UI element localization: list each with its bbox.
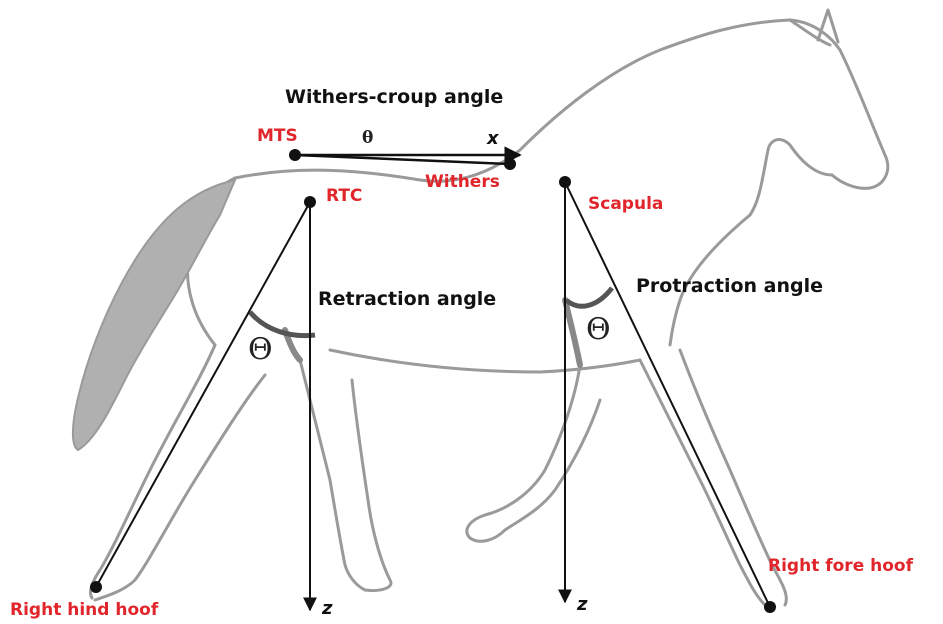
protraction-arc	[566, 288, 612, 306]
mts-label: MTS	[257, 126, 298, 146]
withers-croup-angle-label: Withers-croup angle	[285, 86, 503, 108]
protraction-limb-line	[565, 182, 770, 607]
scapula-point	[559, 176, 571, 188]
protraction-theta: Θ	[586, 312, 611, 347]
protraction-angle-label: Protraction angle	[636, 275, 823, 297]
withers-label: Withers	[425, 172, 500, 192]
scapula-label: Scapula	[588, 194, 663, 214]
retraction-limb-line	[96, 202, 310, 587]
rtc-point	[304, 196, 316, 208]
retraction-z-axis-label: z	[322, 598, 332, 619]
withers-croup-theta: θ	[362, 128, 373, 148]
protraction-z-axis-label: z	[577, 594, 587, 615]
horse-tail	[73, 180, 235, 450]
rtc-label: RTC	[326, 186, 362, 206]
right-fore-hoof-label: Right fore hoof	[768, 556, 913, 576]
right-hind-hoof-point	[90, 581, 102, 593]
right-fore-hoof-point	[764, 601, 776, 613]
retraction-angle-label: Retraction angle	[318, 288, 496, 310]
right-hind-hoof-label: Right hind hoof	[10, 600, 158, 620]
withers-point	[504, 158, 516, 170]
withers-croup-line	[295, 155, 510, 164]
x-axis-label: x	[487, 128, 499, 149]
retraction-theta: Θ	[248, 332, 273, 367]
mts-point	[289, 149, 301, 161]
